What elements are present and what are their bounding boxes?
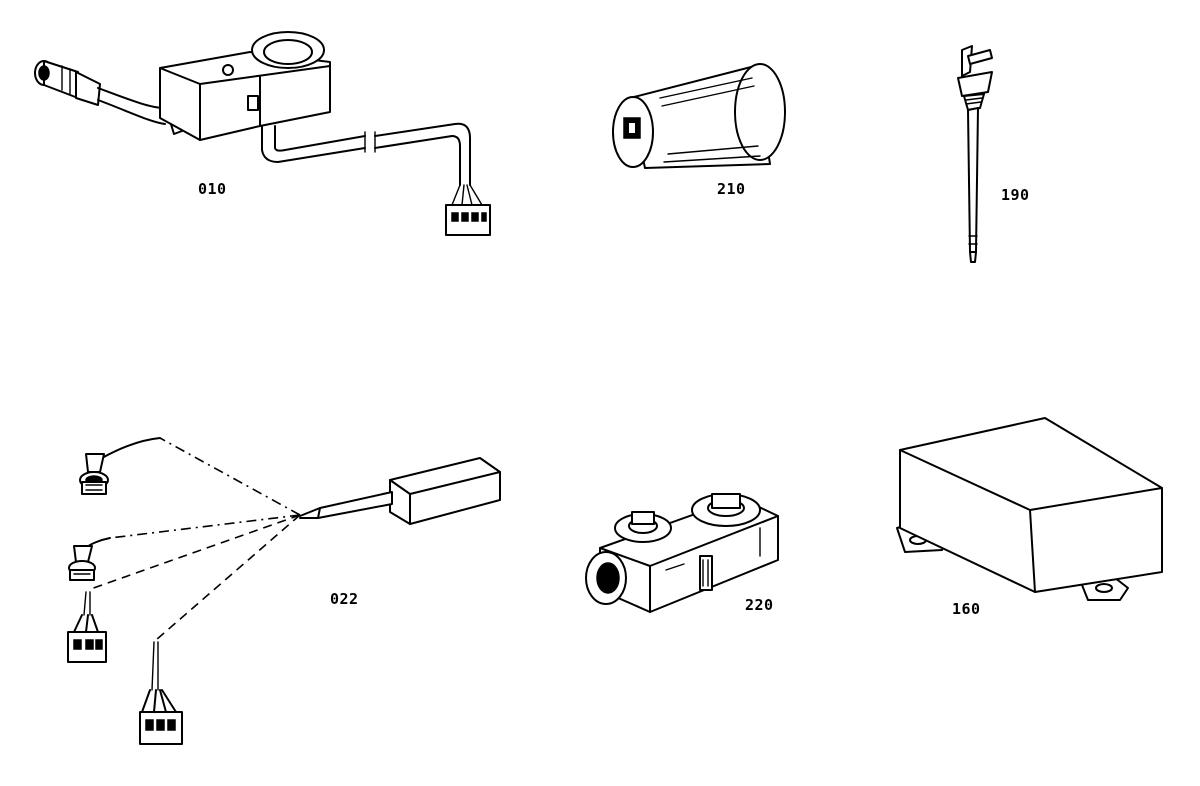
part-160-number: 160 (952, 600, 981, 618)
part-022-drawing (67, 437, 501, 745)
part-010-number: 010 (198, 180, 227, 198)
part-190-drawing (957, 45, 993, 263)
part-022-number: 022 (330, 590, 359, 608)
part-220-number: 220 (745, 596, 774, 614)
part-210-drawing (612, 63, 786, 169)
part-220-drawing (585, 493, 779, 613)
part-210-number: 210 (717, 180, 746, 198)
part-010-drawing (34, 31, 491, 236)
part-190-number: 190 (1001, 186, 1030, 204)
part-160-drawing (896, 417, 1163, 601)
